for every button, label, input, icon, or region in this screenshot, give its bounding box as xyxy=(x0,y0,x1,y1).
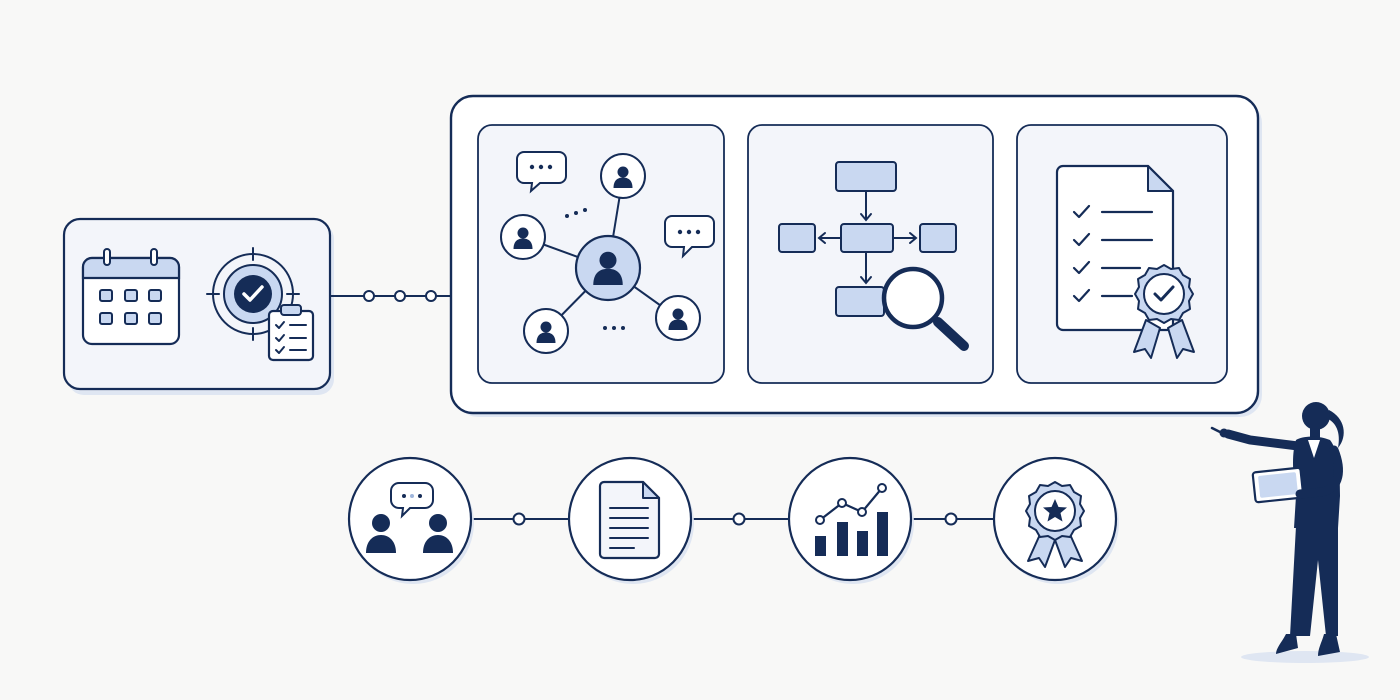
milestone-timeline xyxy=(347,456,1119,584)
chat-bubble-icon xyxy=(664,215,715,259)
target-check-icon xyxy=(206,247,300,341)
award-badge-icon xyxy=(1133,264,1195,359)
conversation-icon xyxy=(366,482,453,553)
connector-planning-to-panel xyxy=(330,290,452,302)
calendar-icon xyxy=(81,248,181,346)
presenter-figure-icon xyxy=(1210,402,1369,663)
chat-bubble-icon xyxy=(516,151,567,194)
milestone-documentation xyxy=(567,456,694,584)
magnifier-icon xyxy=(881,266,969,351)
milestone-performance xyxy=(787,456,914,584)
certification-card xyxy=(1055,164,1195,359)
document-icon xyxy=(598,480,661,560)
collaboration-network-card xyxy=(500,151,715,354)
milestone-discussion xyxy=(347,456,474,584)
user-icon xyxy=(600,153,646,199)
clipboard-checklist-icon xyxy=(267,304,315,362)
milestone-achievement xyxy=(992,456,1119,584)
process-panel xyxy=(449,94,1262,417)
planning-card xyxy=(62,217,334,395)
process-analysis-card xyxy=(778,161,969,351)
growth-chart-icon xyxy=(815,483,888,556)
people-network-icon xyxy=(500,153,701,354)
award-ribbon-icon xyxy=(1025,481,1085,568)
